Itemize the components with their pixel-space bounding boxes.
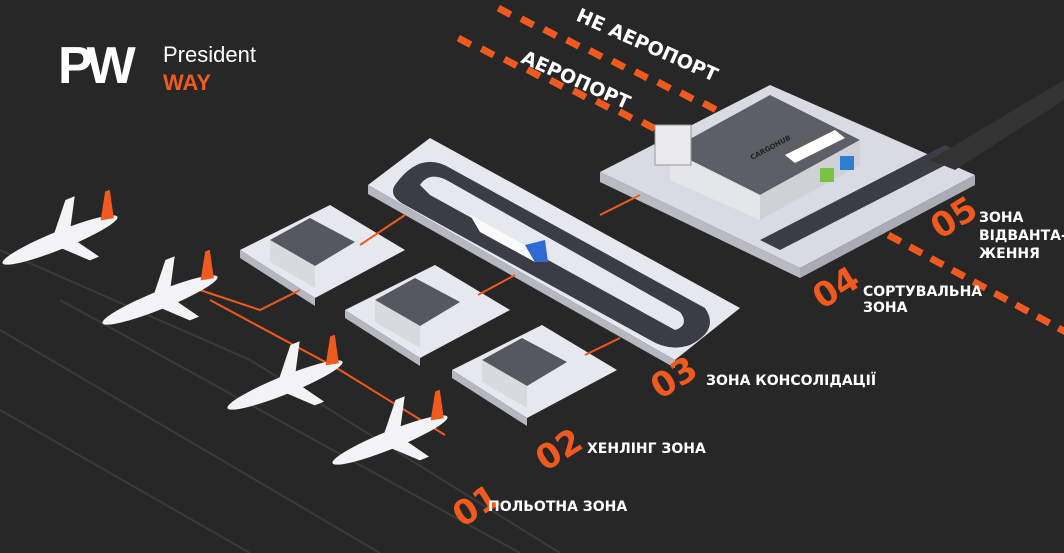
border-dash — [678, 89, 695, 103]
border-dash — [502, 55, 519, 69]
border-dash — [907, 243, 924, 257]
border-dash — [617, 108, 634, 122]
airplanes — [2, 189, 448, 465]
border-dash — [525, 66, 542, 80]
border-dash — [594, 97, 611, 111]
zone-03-number: 03 — [644, 349, 705, 408]
zone-05-label-3: ЖЕННЯ — [979, 246, 1040, 262]
border-dash — [610, 57, 627, 71]
border-dash — [971, 278, 988, 292]
border-dash — [886, 232, 903, 245]
border-dash — [1035, 313, 1052, 327]
border-dash — [701, 100, 718, 113]
border-dash — [548, 77, 565, 90]
border-dash — [656, 78, 672, 92]
zone-04-label-1: СОРТУВАЛЬНА — [863, 284, 982, 300]
border-dash — [640, 119, 657, 132]
taxiway-lines — [0, 249, 561, 553]
zone-05-label-1: ЗОНА — [979, 210, 1024, 226]
border-dash — [542, 26, 558, 39]
border-dash — [633, 68, 650, 82]
airport-label: АЕРОПОРТ — [518, 46, 634, 114]
border-dash — [992, 290, 1009, 303]
zone-02-label: ХЕНЛІНГ ЗОНА — [587, 441, 706, 457]
border-dash — [519, 15, 536, 29]
border-dash — [1014, 301, 1030, 315]
border-dash — [1056, 324, 1064, 338]
transport-track — [368, 138, 740, 368]
border-dash — [571, 87, 588, 101]
zone-04-label-2: ЗОНА — [863, 300, 908, 316]
zone-01-label: ПОЛЬОТНА ЗОНА — [488, 499, 627, 515]
border-dash — [496, 5, 513, 18]
border-dash — [456, 34, 473, 48]
border-dash — [479, 45, 496, 59]
logo-accent: WAY — [163, 70, 212, 95]
border-dash — [929, 255, 945, 269]
border-dash — [565, 36, 581, 50]
border-dash — [950, 266, 967, 280]
zone-05-label-2: ВІДВАНТА- — [979, 228, 1064, 244]
logo-name: President — [163, 42, 256, 67]
highway — [930, 80, 1064, 170]
zone-03-label: ЗОНА КОНСОЛІДАЦІЇ — [706, 372, 876, 389]
logo-mark: PW — [58, 37, 136, 95]
border-dash — [587, 47, 604, 60]
cargohub-platform: CARGOHUB — [600, 85, 975, 278]
zone-02-number: 02 — [529, 421, 590, 480]
